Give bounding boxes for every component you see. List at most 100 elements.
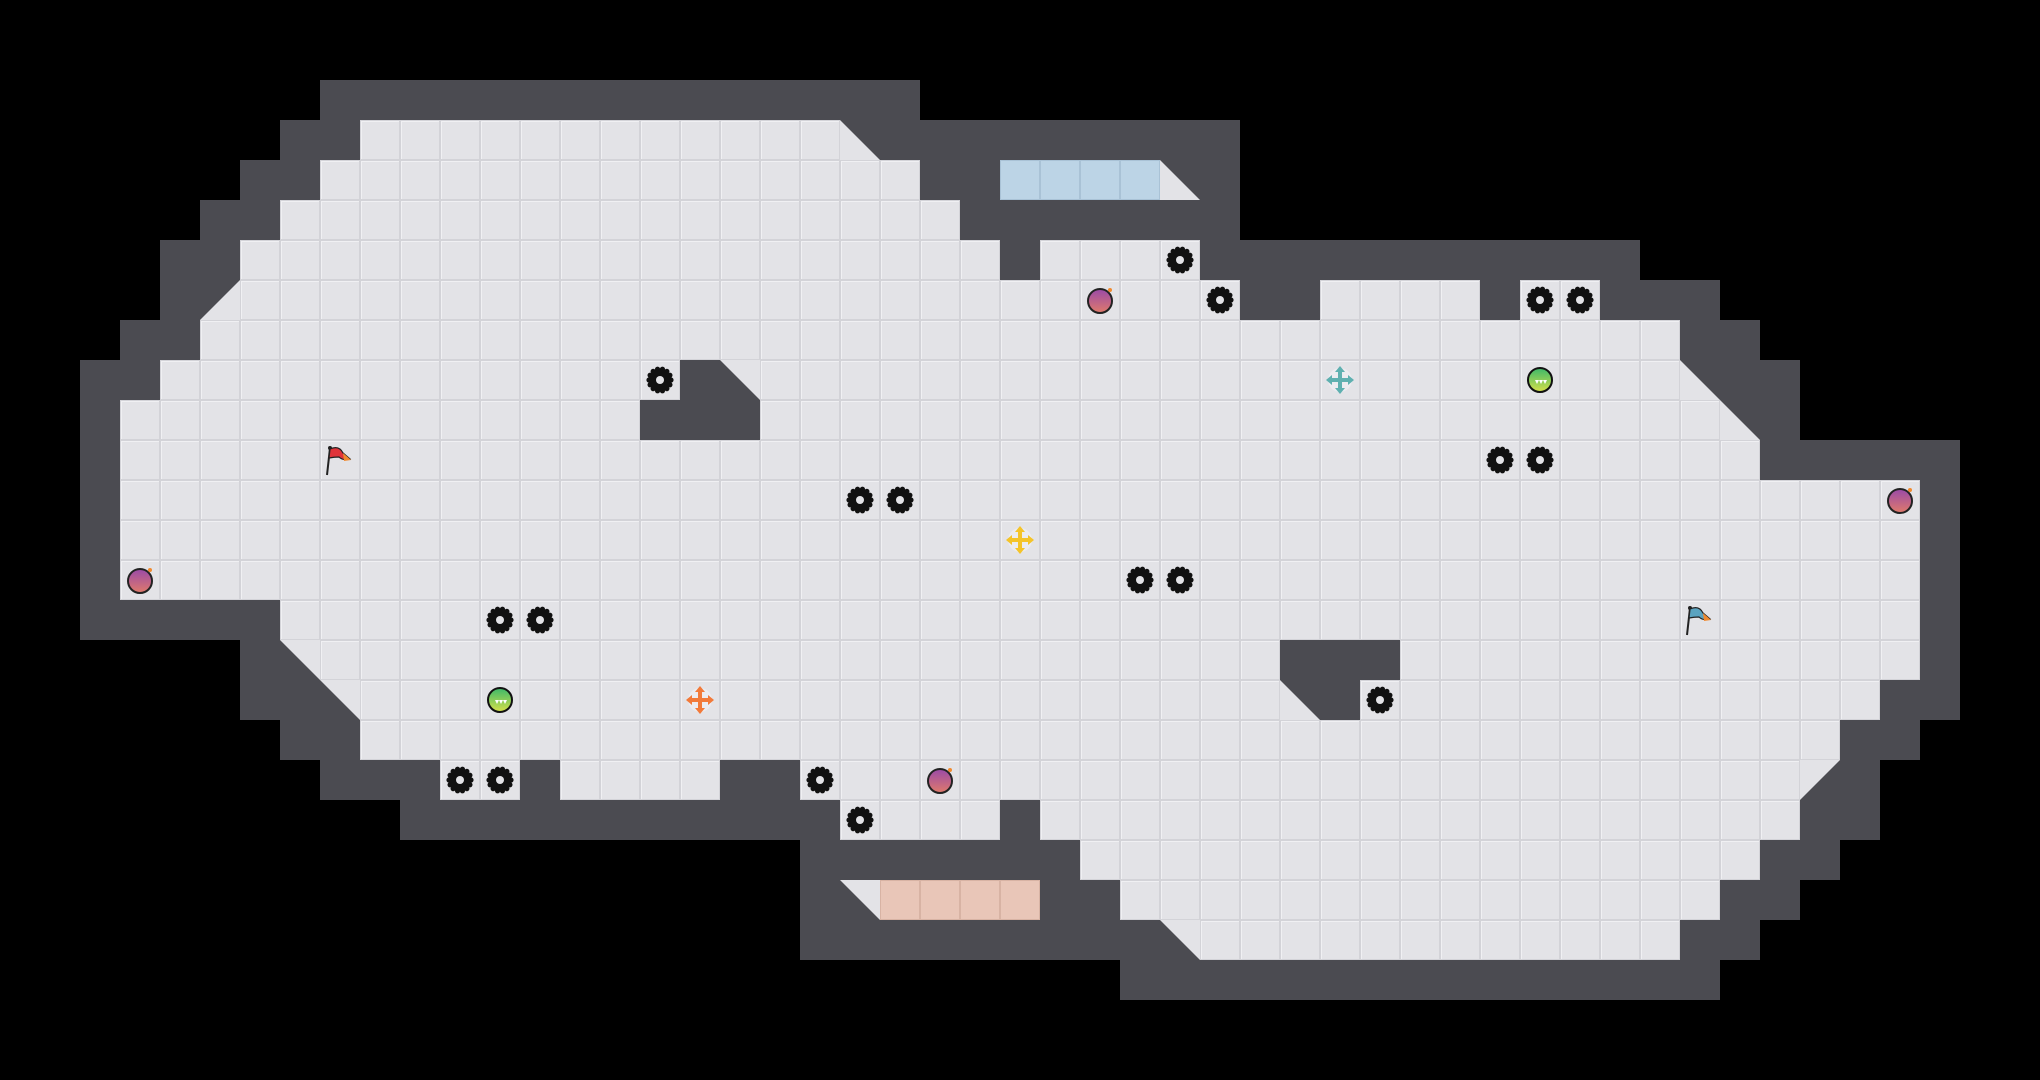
floor-tile [400,720,440,760]
wall-tile [200,200,240,240]
wall-tile [1200,160,1240,200]
wall-tile [1080,880,1120,920]
floor-tile [360,320,400,360]
floor-tile [1360,560,1400,600]
wall-tile [1240,240,1280,280]
floor-tile [760,320,800,360]
floor-tile [1760,720,1800,760]
floor-tile [1520,320,1560,360]
floor-tile [1320,880,1360,920]
floor-tile [1680,760,1720,800]
floor-tile [720,640,760,680]
floor-tile [200,520,240,560]
floor-tile [840,160,880,200]
floor-tile [640,640,680,680]
floor-tile [600,320,640,360]
wall-tile [520,80,560,120]
floor-tile [840,440,880,480]
floor-tile [1040,680,1080,720]
floor-tile [1440,520,1480,560]
powerup-icon [480,680,520,720]
floor-tile [1040,320,1080,360]
floor-tile [760,160,800,200]
floor-tile [1120,440,1160,480]
floor-tile [640,600,680,640]
floor-tile [1280,360,1320,400]
floor-tile [1200,840,1240,880]
wall-tile [1720,880,1760,920]
diagonal-wall-tile [1680,360,1720,400]
floor-tile [960,240,1000,280]
floor-tile [1280,720,1320,760]
wall-tile [160,600,200,640]
floor-tile [1160,720,1200,760]
floor-tile [360,640,400,680]
floor-tile [760,400,800,440]
floor-tile [440,120,480,160]
floor-tile [1840,680,1880,720]
floor-tile [360,560,400,600]
bomb-icon [920,760,960,800]
floor-tile [1400,840,1440,880]
floor-tile [1600,520,1640,560]
floor-tile [1280,520,1320,560]
wall-tile [560,80,600,120]
floor-tile [560,120,600,160]
floor-tile [760,120,800,160]
floor-tile [1560,680,1600,720]
floor-tile [800,320,840,360]
floor-tile [1360,760,1400,800]
spike-icon [440,760,480,800]
floor-tile [600,120,640,160]
floor-tile [160,400,200,440]
floor-tile [960,760,1000,800]
wall-tile [680,400,720,440]
wall-tile [80,480,120,520]
wall-tile [1040,920,1080,960]
floor-tile [360,400,400,440]
floor-triangle [840,120,880,160]
floor-tile [480,440,520,480]
wall-tile [240,160,280,200]
red-endzone-tile [960,880,1000,920]
wall-tile [680,80,720,120]
wall-tile [960,120,1000,160]
wall-tile [280,680,320,720]
floor-tile [1520,520,1560,560]
floor-tile [1600,320,1640,360]
floor-triangle [200,280,240,320]
floor-tile [560,560,600,600]
floor-tile [680,720,720,760]
floor-tile [1040,240,1080,280]
floor-tile [1040,560,1080,600]
floor-tile [320,400,360,440]
floor-tile [400,240,440,280]
floor-tile [880,800,920,840]
floor-tile [1400,640,1440,680]
floor-tile [1560,720,1600,760]
floor-tile [1440,600,1480,640]
wall-tile [720,400,760,440]
floor-tile [1080,680,1120,720]
floor-tile [200,440,240,480]
floor-tile [1120,840,1160,880]
floor-tile [320,240,360,280]
floor-tile [880,320,920,360]
wall-tile [280,120,320,160]
floor-tile [1280,440,1320,480]
wall-tile [1880,720,1920,760]
floor-tile [880,440,920,480]
floor-tile [800,480,840,520]
wall-tile [240,680,280,720]
wall-tile [120,320,160,360]
floor-tile [880,760,920,800]
floor-tile [880,400,920,440]
wall-tile [1280,640,1320,680]
floor-tile [680,560,720,600]
floor-tile [720,720,760,760]
floor-tile [760,480,800,520]
floor-tile [1400,600,1440,640]
wall-tile [1040,880,1080,920]
floor-tile [280,400,320,440]
floor-tile [280,520,320,560]
